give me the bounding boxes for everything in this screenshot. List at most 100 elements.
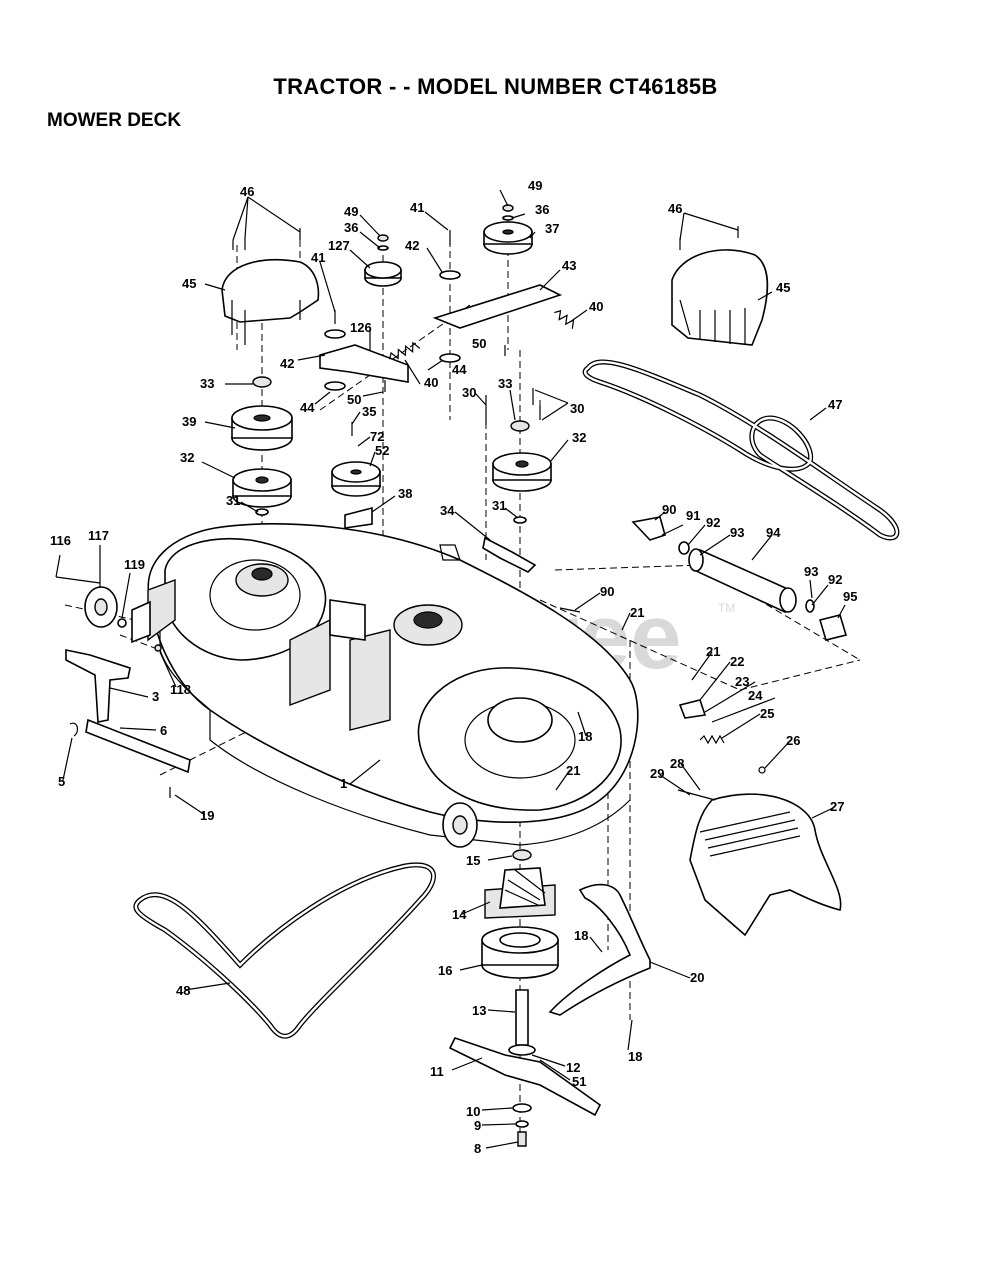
bracket-34-plate [439, 544, 461, 561]
callout-117: 117 [88, 528, 109, 543]
bolt-90 [559, 607, 581, 613]
nut-119 [117, 618, 127, 628]
callout-40-left: 40 [424, 375, 438, 390]
callout-3: 3 [152, 689, 159, 704]
belt-48 [133, 862, 436, 1039]
front-hanger-3 [65, 649, 131, 723]
callout-92-bottom: 92 [828, 572, 842, 587]
belt-cover-right [671, 249, 769, 346]
bracket-38 [344, 506, 373, 529]
section-title: MOWER DECK [47, 110, 182, 131]
callout-23: 23 [735, 674, 749, 689]
nut-49-left [377, 234, 389, 242]
callout-5: 5 [58, 774, 65, 789]
callout-6: 6 [160, 723, 167, 738]
washer-36-right [502, 215, 514, 221]
pulley-37 [483, 221, 533, 255]
callout-50-center: 50 [347, 392, 361, 407]
spring-40-left [389, 341, 421, 360]
callout-42-center: 42 [405, 238, 419, 253]
pulley-32-left [232, 468, 292, 508]
pulley-39 [231, 405, 293, 451]
callout-46-right: 46 [668, 201, 682, 216]
callout-8: 8 [474, 1141, 481, 1156]
callout-118: 118 [170, 682, 191, 697]
callout-48: 48 [176, 983, 190, 998]
watermark-trademark: TM [718, 601, 735, 615]
callout-19: 19 [200, 808, 214, 823]
washer-36-left [377, 245, 389, 251]
idler-bracket-126 [319, 344, 409, 383]
callout-31-left: 31 [226, 493, 240, 508]
deck-roller-94 [688, 548, 797, 614]
callout-15: 15 [466, 853, 480, 868]
washer-31-right [513, 516, 527, 524]
callout-34: 34 [440, 503, 455, 518]
pulley-127 [364, 261, 402, 287]
callout-127: 127 [328, 238, 350, 253]
roller-bracket-95 [818, 614, 848, 641]
callout-90-center: 90 [600, 584, 614, 599]
washer-10 [512, 1103, 532, 1113]
callout-31-right: 31 [492, 498, 506, 513]
callout-33-right: 33 [498, 376, 512, 391]
washer-44-right [439, 353, 461, 363]
callout-43: 43 [562, 258, 576, 273]
callout-51: 51 [572, 1074, 586, 1089]
callout-93-top: 93 [730, 525, 744, 540]
callout-90-top: 90 [662, 502, 676, 517]
callout-labels: 46 45 41 49 36 127 41 42 49 36 37 43 46 … [50, 178, 857, 1156]
callout-18-bottom: 18 [628, 1049, 642, 1064]
mower-deck-housing [147, 523, 639, 846]
callout-1: 1 [340, 776, 347, 791]
callout-72: 72 [370, 429, 384, 444]
discharge-chute-27 [689, 793, 842, 937]
callout-126: 126 [350, 320, 372, 335]
mower-blade-11 [448, 1037, 602, 1117]
washer-44-left [324, 381, 346, 391]
callout-32-right: 32 [572, 430, 586, 445]
callout-37: 37 [545, 221, 559, 236]
callout-41-left: 41 [311, 250, 325, 265]
callout-21-bottom: 21 [566, 763, 580, 778]
deck-center-spindle [235, 563, 463, 731]
callout-91: 91 [686, 508, 700, 523]
callout-33-left: 33 [200, 376, 214, 391]
callout-30-right: 30 [570, 401, 584, 416]
callout-94: 94 [766, 525, 781, 540]
callout-42-left: 42 [280, 356, 294, 371]
callout-18-mid: 18 [574, 928, 588, 943]
callout-49-left: 49 [344, 204, 358, 219]
pulley-52 [331, 461, 381, 497]
bolt-8 [517, 1131, 527, 1147]
callout-21-mid: 21 [706, 644, 720, 659]
rod-28-29 [677, 789, 716, 801]
callout-45-left: 45 [182, 276, 196, 291]
spindle-pulley-16 [481, 926, 559, 979]
spring-25 [699, 734, 725, 745]
nut-33-right [510, 420, 530, 432]
gauge-wheel-117 [84, 586, 118, 628]
callout-18-deck: 18 [578, 729, 592, 744]
washer-31-left [255, 508, 269, 516]
bearing-15 [512, 849, 532, 861]
callout-49-right: 49 [528, 178, 542, 193]
bracket-hanger-left [131, 600, 151, 644]
callout-44-right: 44 [452, 362, 467, 377]
callout-26: 26 [786, 733, 800, 748]
belt-cover-left [221, 259, 320, 345]
callout-13: 13 [472, 1003, 486, 1018]
washer-92-left [678, 541, 690, 555]
callout-116: 116 [50, 533, 71, 548]
washer-42-left [324, 329, 346, 339]
lock-washer-9 [515, 1120, 529, 1128]
callout-21-top: 21 [630, 605, 644, 620]
callout-119: 119 [124, 557, 145, 572]
pulley-32-right [492, 452, 552, 492]
hub-12-51 [508, 1044, 536, 1056]
callout-39: 39 [182, 414, 196, 429]
washer-42-right [439, 270, 461, 280]
baffle-20 [548, 883, 651, 1016]
callout-95: 95 [843, 589, 857, 604]
